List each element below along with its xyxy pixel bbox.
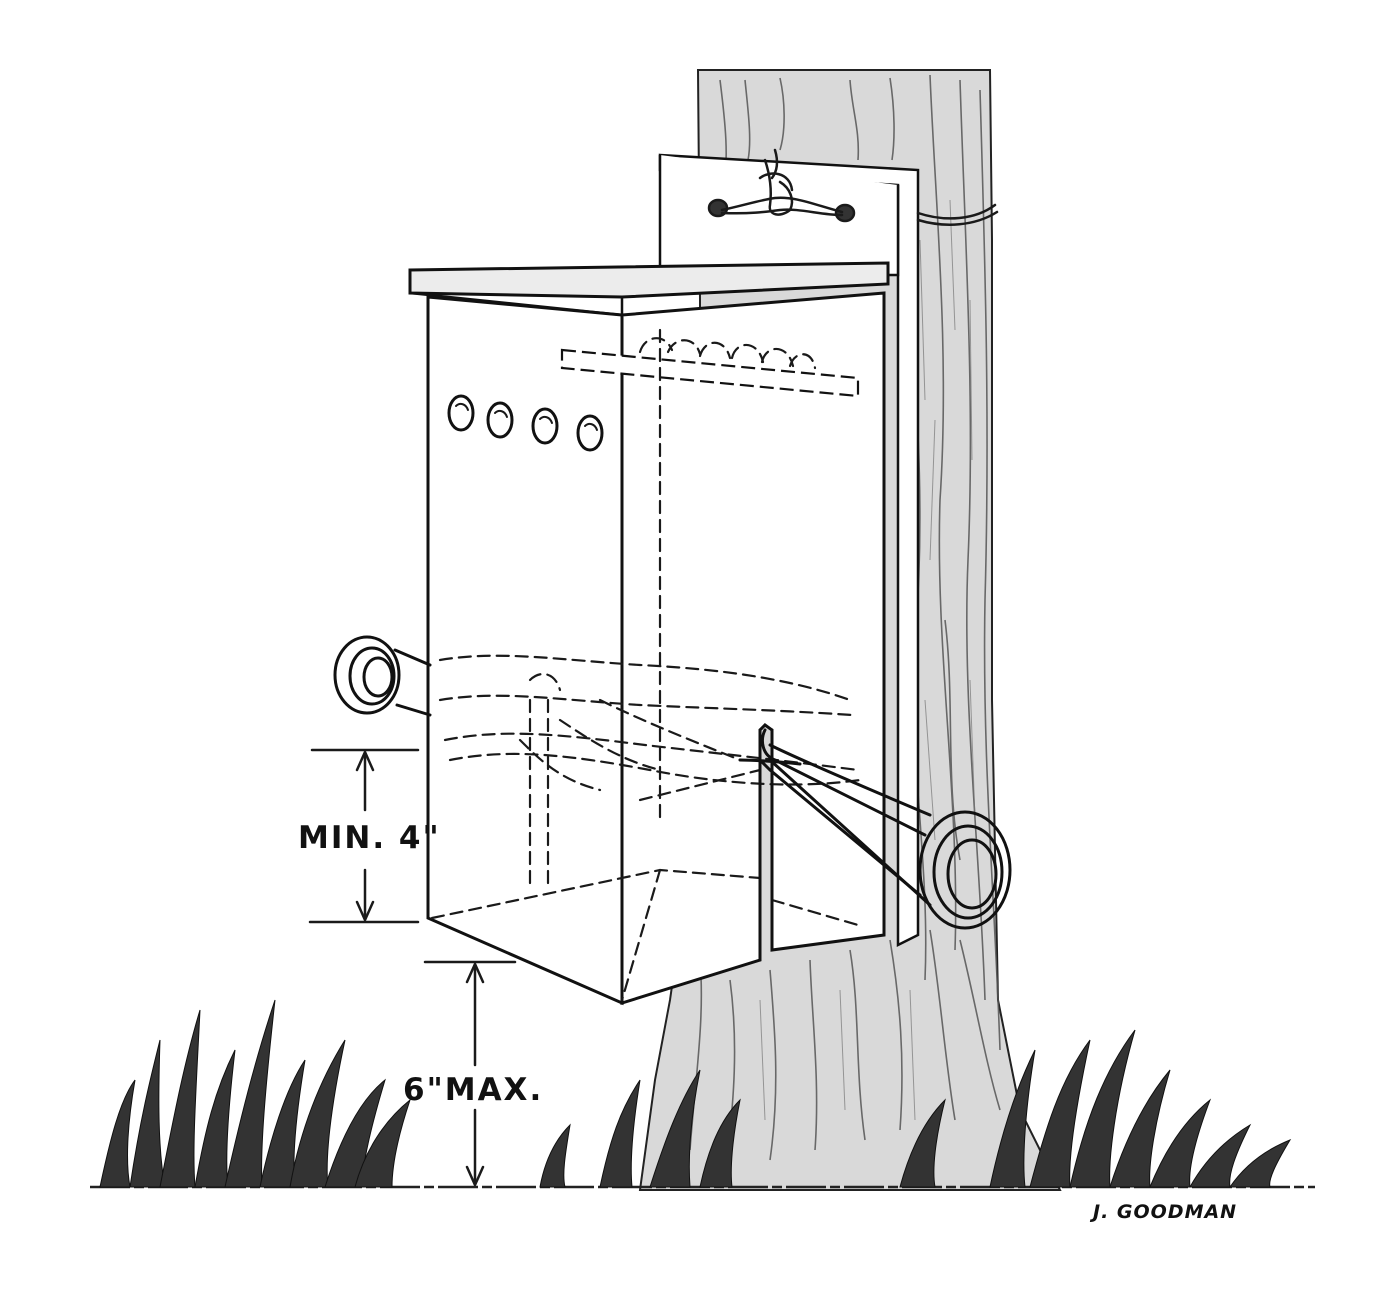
max-height-label: 6"MAX.	[403, 1072, 544, 1108]
min-height-label: MIN. 4"	[298, 820, 441, 856]
dimension-max	[423, 960, 517, 1187]
wire-tie	[707, 148, 856, 223]
grass	[99, 999, 1292, 1188]
dimension-min	[308, 748, 420, 924]
vent-holes	[447, 394, 604, 452]
left-spring	[333, 635, 432, 717]
right-spring	[738, 728, 1012, 962]
bait-shelf	[560, 337, 860, 398]
trap-box	[408, 261, 890, 1006]
artist-signature: J. GOODMAN	[1093, 1201, 1238, 1223]
tree-wire	[916, 203, 999, 226]
